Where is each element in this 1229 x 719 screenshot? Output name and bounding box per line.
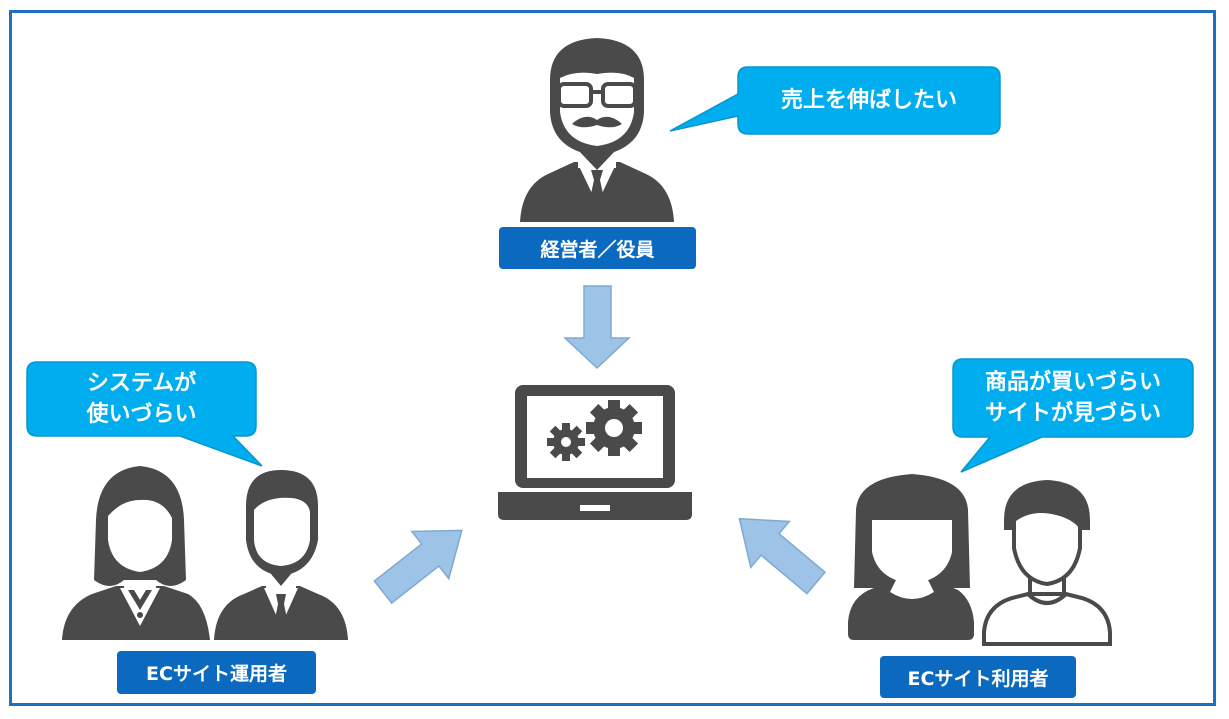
office-worker-woman-icon (62, 466, 210, 640)
down-arrow (563, 285, 631, 370)
executive-speech-line: 売上を伸ばしたい (780, 88, 957, 113)
users-speech-line-1: 商品が買いづらい (984, 370, 1161, 395)
executive-speech-bubble (669, 66, 1001, 135)
users-speech-text: 商品が買いづらい サイトが見づらい (953, 359, 1193, 437)
operators-speech-line-1: システムが (86, 371, 197, 396)
operators-speech-line-2: 使いづらい (86, 402, 197, 427)
businessman-with-glasses-icon (520, 38, 674, 222)
office-worker-man-icon (214, 470, 348, 640)
executive-speech-text: 売上を伸ばしたい (738, 67, 1000, 134)
users-speech-line-2: サイトが見づらい (984, 401, 1161, 426)
operators-label: ECサイト運用者 (117, 651, 316, 694)
operators-speech-text: システムが 使いづらい (27, 362, 256, 436)
users-arrow (738, 517, 827, 595)
customer-man-icon (982, 480, 1112, 646)
operators-arrow (373, 529, 463, 605)
users-speech-bubble (952, 358, 1194, 473)
operators-speech-bubble (26, 361, 263, 467)
laptop-gears-icon (498, 385, 692, 520)
customer-woman-icon (848, 474, 974, 640)
diagram-frame (9, 10, 1216, 706)
users-label: ECサイト利用者 (880, 656, 1076, 698)
executive-label: 経営者／役員 (499, 227, 696, 269)
